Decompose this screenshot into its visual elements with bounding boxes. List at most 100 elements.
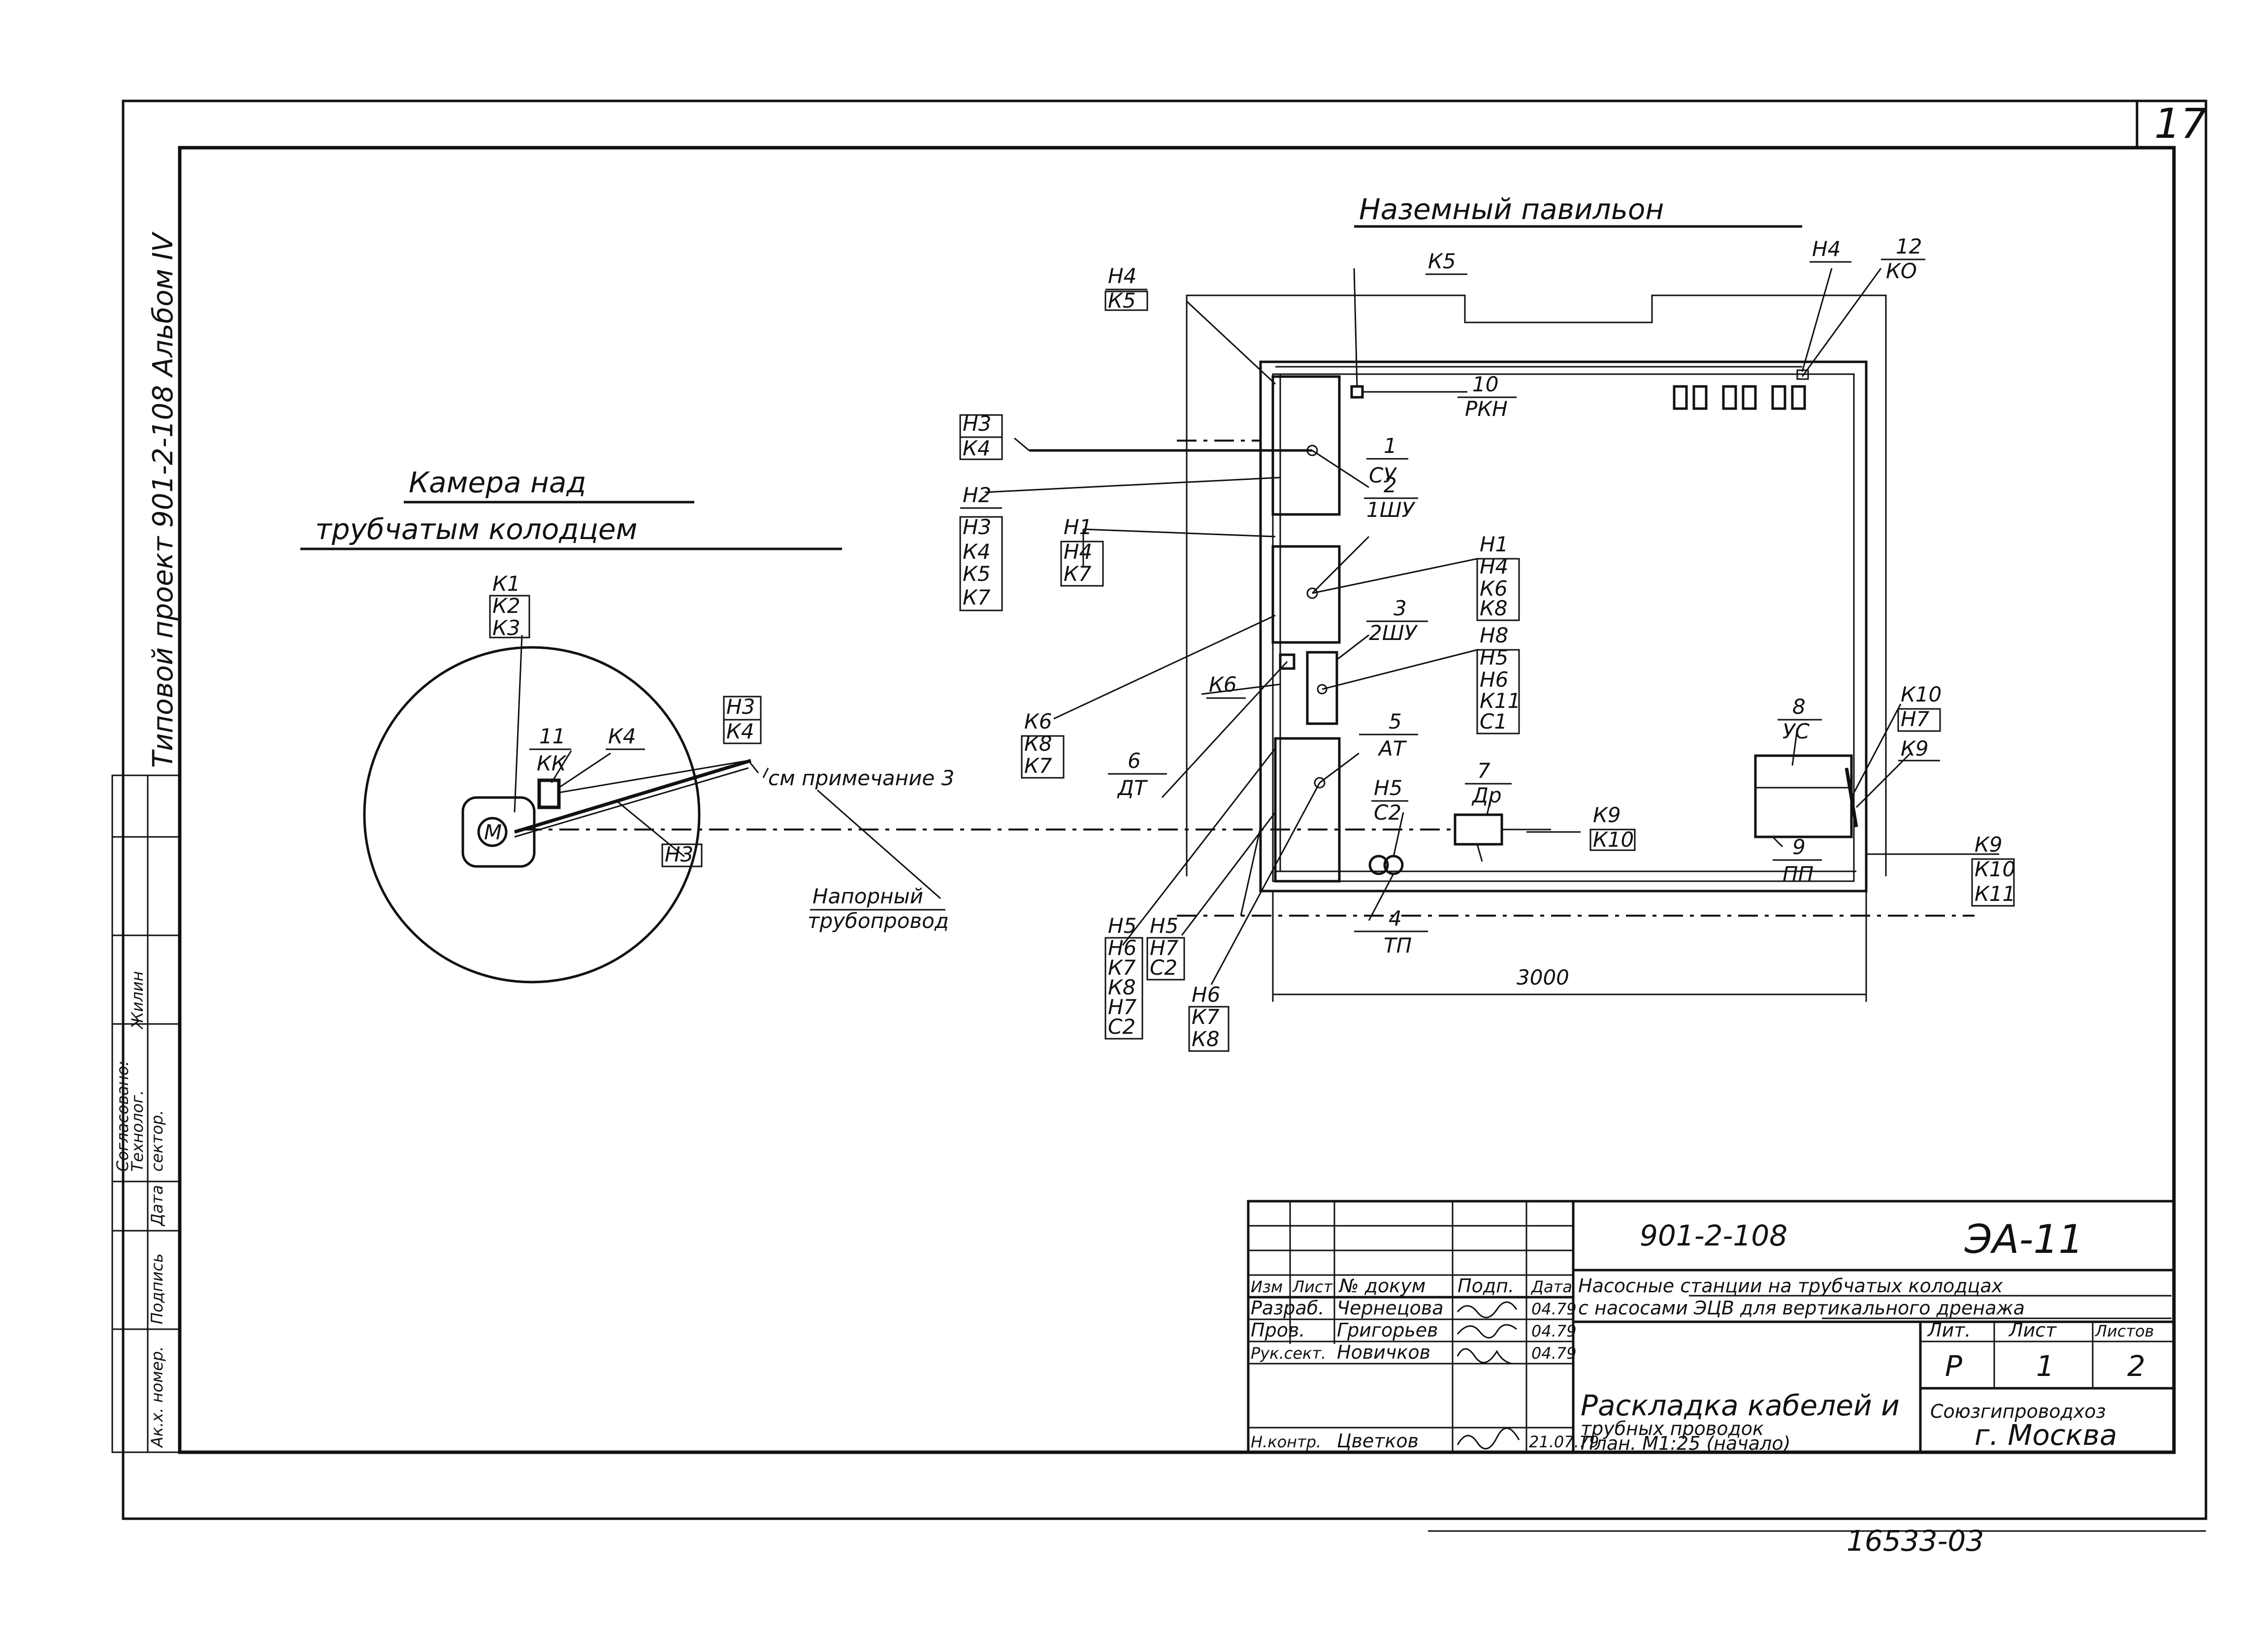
- tag-right1-3: К8: [1480, 596, 1508, 620]
- tag-boxes: Н4 К5 К5 Н4 Н3 К4 Н2 Н3 К4 К5 К7 Н1 Н4 К…: [959, 237, 2015, 1052]
- title-block: [1247, 1200, 2175, 1454]
- tb-drawing-3: План. М1:25 (начало): [1581, 1433, 1790, 1454]
- tag-chamber-h3: Н3: [665, 842, 693, 866]
- eq-7-code: Др: [1471, 783, 1501, 807]
- tag-chamber-k4a: К4: [726, 719, 754, 743]
- approval-col-num: Ак.х. номер.: [148, 1346, 166, 1448]
- tag-right1-0: Н1: [1480, 532, 1508, 556]
- chamber-leaders: [514, 635, 941, 899]
- tb-header-3: Подп.: [1458, 1275, 1514, 1297]
- dimension-3000: 3000: [1272, 891, 1867, 1002]
- tag-chamber-k2: К2: [492, 594, 520, 618]
- eq-4-code: ТП: [1384, 933, 1412, 958]
- tag-cluster-left-4: К7: [963, 585, 991, 609]
- tag-right1-1: Н4: [1480, 554, 1508, 578]
- tag-chamber-k3: К3: [492, 616, 520, 640]
- tb-role-0: Разраб.: [1251, 1297, 1324, 1319]
- tag-k10-rb: К10: [1975, 857, 2015, 881]
- tb-sheet-code: ЭА-11: [1964, 1216, 2083, 1262]
- tag-right1-2: К6: [1480, 576, 1508, 601]
- cabinet-5-at: [1274, 737, 1341, 883]
- tag-bottom-b-1: Н7: [1150, 936, 1179, 960]
- archive-number: 16533-03: [1847, 1524, 1984, 1558]
- tb-description-2: с насосами ЭЦВ для вертикального дренажа: [1578, 1297, 2025, 1319]
- tag-chamber-k1: К1: [492, 572, 520, 596]
- tb-name-1: Григорьев: [1337, 1319, 1438, 1341]
- eq-2-code: 1ШУ: [1366, 498, 1416, 522]
- tag-k11-rb: К11: [1975, 882, 2015, 906]
- tag-bottom-a-0: Н5: [1108, 914, 1136, 938]
- tb-drawing-2: трубных проводок: [1581, 1418, 1764, 1439]
- tag-chamber-h3a: Н3: [726, 695, 755, 719]
- motor-label: М: [484, 820, 502, 844]
- tag-bottom-b-0: Н5: [1150, 914, 1178, 938]
- pavilion-title: Наземный павильон: [1359, 192, 1664, 226]
- eq-12-num: 12: [1896, 234, 1922, 258]
- eq-1-code: СУ: [1369, 463, 1397, 487]
- eq-11-num: 11: [539, 724, 565, 748]
- chamber-title-1: Камера над: [409, 466, 586, 499]
- tag-h4-top: Н4: [1108, 264, 1136, 288]
- tb-org-1: Союзгипроводхоз: [1930, 1401, 2106, 1422]
- tag-bottom-a-5: С2: [1108, 1015, 1135, 1039]
- tag-h5-c: Н5: [1374, 776, 1402, 800]
- tb-header-2: № докум: [1338, 1275, 1426, 1297]
- agreed-label: Согласовано:: [113, 1060, 132, 1172]
- tag-k7-b: К7: [1024, 754, 1052, 778]
- eq-2-num: 2: [1384, 473, 1397, 497]
- tag-k8-b: К8: [1024, 732, 1052, 756]
- well-head: [461, 796, 536, 868]
- eq-5-num: 5: [1389, 709, 1402, 734]
- tb-date-2: 04.79: [1531, 1344, 1577, 1363]
- approvals-strip: Согласовано: Технолог. Жилин сектор. Дат…: [111, 774, 181, 1453]
- tag-right2-1: Н5: [1480, 645, 1508, 670]
- tag-bottom-c-1: К7: [1192, 1005, 1220, 1029]
- see-note-text: см примечание 3: [768, 766, 954, 790]
- tag-chamber-k4: К4: [608, 724, 636, 748]
- device-7-dr: [1454, 813, 1503, 846]
- tag-bottom-a-2: К7: [1108, 956, 1136, 980]
- tag-k5-top: К5: [1108, 288, 1136, 313]
- sheet-number: 17: [2154, 99, 2207, 148]
- tb-header-4: Дата: [1530, 1277, 1572, 1296]
- tag-k7-a: К7: [1064, 562, 1092, 586]
- tb-stage-header-0: Лит.: [1927, 1319, 1971, 1341]
- outer-frame: [122, 99, 2207, 1520]
- unit-8-us: [1754, 754, 1853, 838]
- tag-k10-mid: К10: [1593, 828, 1634, 852]
- approval-name-1: Жилин: [128, 971, 147, 1030]
- element-10-rkn: [1350, 385, 1364, 399]
- tag-bottom-c-0: Н6: [1192, 983, 1220, 1007]
- equipment-labels: 1 СУ 2 1ШУ 3 2ШУ 4 ТП 5 АТ 6 ДТ 7 Др 8 У…: [529, 234, 1925, 958]
- cabinet-2-1shu: [1271, 545, 1341, 644]
- tb-date-3: 21.07.79: [1529, 1433, 1599, 1451]
- tb-role-3: Н.контр.: [1251, 1433, 1321, 1451]
- pipe-label-2: трубопровод: [808, 909, 949, 933]
- tag-bottom-a-3: К8: [1108, 975, 1136, 999]
- tb-stage-value-2: 2: [2127, 1349, 2145, 1383]
- tag-h4-right: Н4: [1812, 237, 1841, 261]
- cabinet-3-2shu: [1306, 651, 1338, 725]
- leader-lines: [984, 268, 1999, 985]
- chamber-title-2: трубчатым колодцем: [315, 512, 637, 546]
- tag-right2-3: К11: [1480, 689, 1521, 713]
- tb-drawing-1: Раскладка кабелей и: [1581, 1389, 1900, 1422]
- tb-stage-header-1: Лист: [2008, 1319, 2057, 1341]
- tag-right2-0: Н8: [1480, 623, 1508, 647]
- signatures: [1457, 1301, 1520, 1450]
- tb-header-0: Изм: [1251, 1277, 1283, 1296]
- tb-role-1: Пров.: [1251, 1319, 1305, 1341]
- tag-c2-c: С2: [1374, 800, 1401, 825]
- tag-cluster-left-2: К4: [963, 540, 991, 564]
- eq-5-code: АТ: [1377, 736, 1407, 761]
- tb-org-2: г. Москва: [1975, 1418, 2117, 1452]
- tb-name-3: Цветков: [1337, 1430, 1419, 1452]
- approval-col-date: Дата: [148, 1185, 166, 1227]
- eq-4-num: 4: [1389, 906, 1402, 930]
- inner-frame: [178, 146, 2176, 1454]
- chamber-circle: [363, 646, 701, 984]
- eq-9-code: ПП: [1782, 862, 1814, 886]
- tb-date-1: 04.79: [1531, 1322, 1577, 1341]
- tag-k6-b: К6: [1024, 709, 1052, 734]
